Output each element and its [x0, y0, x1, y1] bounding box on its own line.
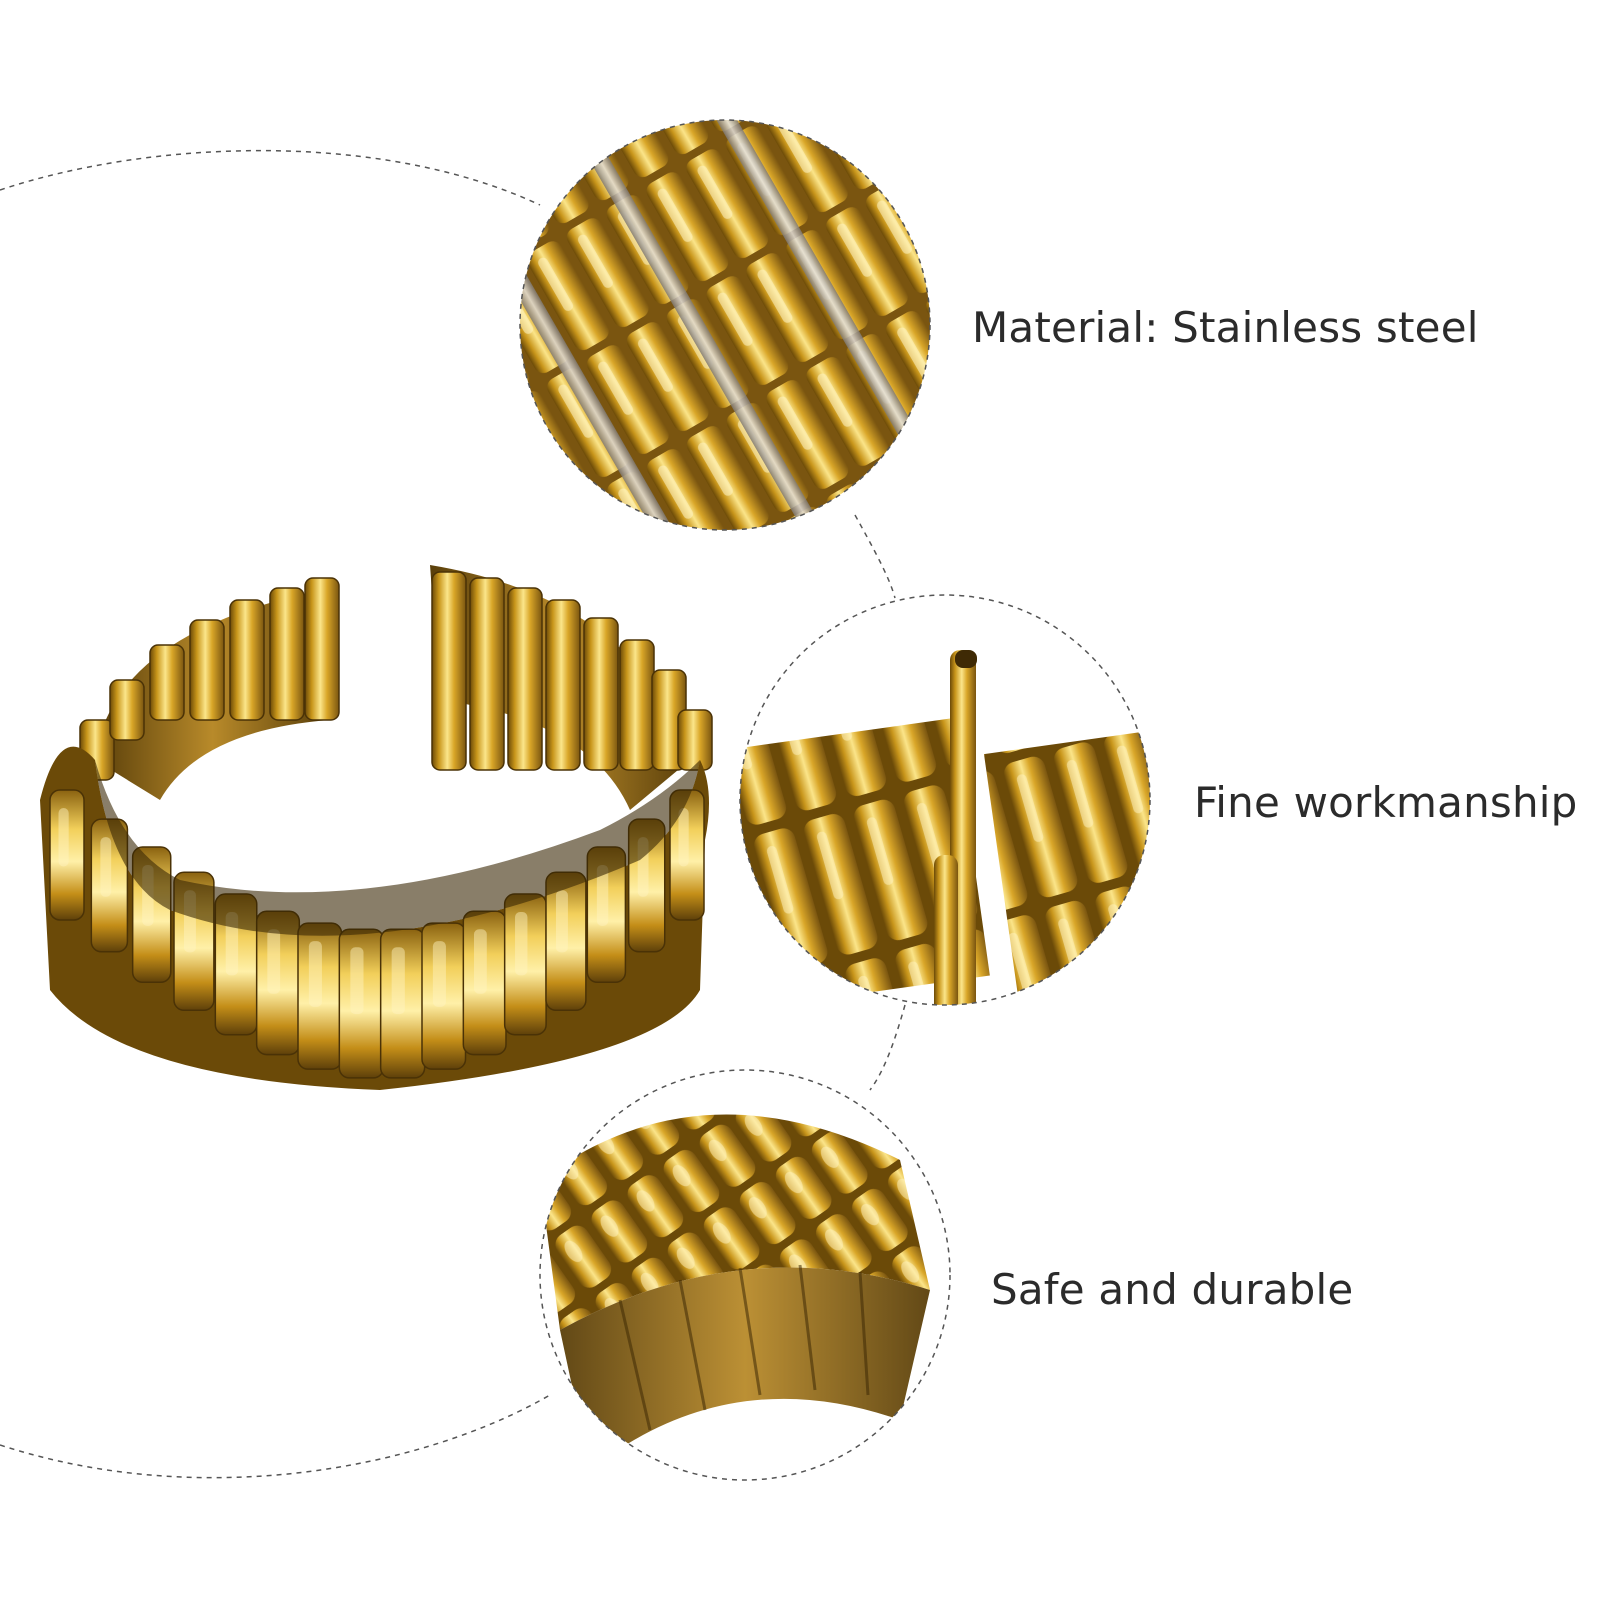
feature-label-workmanship: Fine workmanship	[1194, 778, 1578, 827]
dashed-guide-lines	[0, 149, 906, 1479]
feature-label-material: Material: Stainless steel	[972, 303, 1479, 352]
detail-circle-material	[519, 119, 931, 531]
feature-label-durable: Safe and durable	[991, 1265, 1354, 1314]
detail-circle-workmanship	[739, 594, 1151, 1006]
detail-circle-durable	[539, 1069, 951, 1481]
main-bracelet-image	[40, 565, 713, 1090]
